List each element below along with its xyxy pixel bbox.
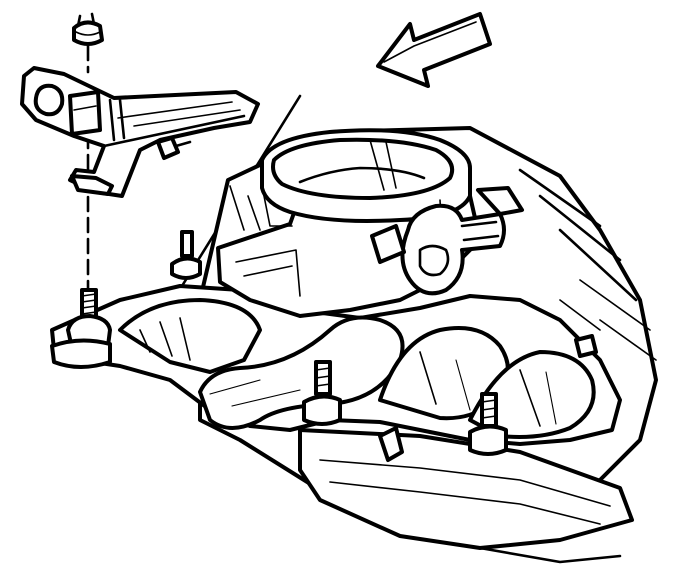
engine-side-details [229,168,657,361]
hex-nut-icon [72,12,104,46]
intake-manifold [50,126,658,564]
throttle-body [216,128,524,318]
stud-icon [50,230,598,462]
throttle-bracket [20,66,260,198]
direction-arrow-icon [376,12,492,88]
